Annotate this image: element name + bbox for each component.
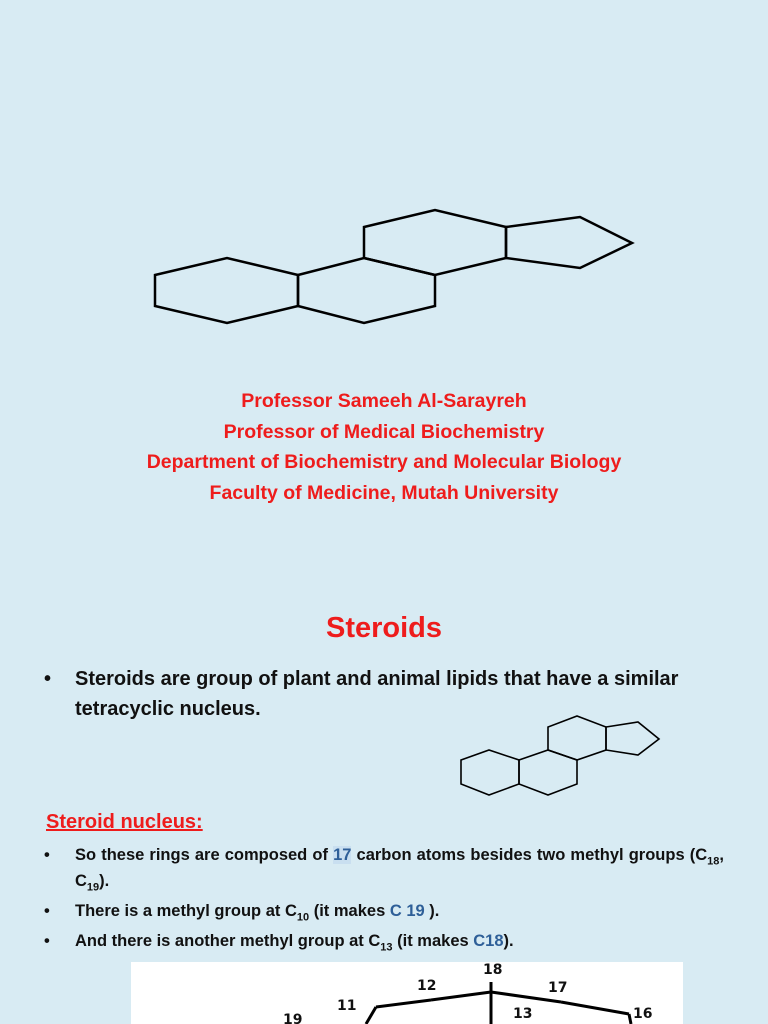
small-steroid-nucleus-diagram bbox=[460, 715, 661, 796]
carbon-number-12: 12 bbox=[417, 978, 437, 994]
sub-bullet-list: • So these rings are composed of 17 carb… bbox=[44, 842, 724, 958]
carbon-number-11: 11 bbox=[337, 998, 357, 1014]
numbered-steroid-diagram: 18 12 17 11 13 16 19 bbox=[131, 962, 683, 1024]
bullet-dot: • bbox=[44, 932, 50, 950]
bullet-dot: • bbox=[44, 668, 52, 690]
carbon-number-16: 16 bbox=[633, 1006, 653, 1022]
slide-title: Steroids bbox=[325, 612, 443, 644]
bullet-dot: • bbox=[44, 846, 50, 864]
carbon-label: C 19 bbox=[389, 902, 425, 920]
author-name: Professor Sameeh Al-Sarayreh bbox=[241, 390, 527, 412]
ring-c bbox=[362, 208, 508, 277]
steroid-nucleus-heading: Steroid nucleus: bbox=[46, 811, 203, 833]
carbon-number-17: 17 bbox=[548, 980, 568, 996]
carbon-count: 17 bbox=[333, 846, 352, 864]
carbon-number-19: 19 bbox=[283, 1012, 303, 1024]
numbered-structure-lines bbox=[364, 982, 633, 1024]
author-department: Department of Biochemistry and Molecular… bbox=[146, 451, 622, 473]
steroid-nucleus-diagram bbox=[153, 208, 635, 325]
ring-a bbox=[153, 256, 300, 325]
list-item: • So these rings are composed of 17 carb… bbox=[44, 842, 724, 894]
carbon-number-13: 13 bbox=[513, 1006, 533, 1022]
title-slide: Professor Sameeh Al-Sarayreh Professor o… bbox=[0, 208, 768, 508]
author-faculty: Faculty of Medicine, Mutah University bbox=[209, 481, 559, 504]
list-item: • There is a methyl group at C10 (it mak… bbox=[44, 898, 724, 924]
author-position: Professor of Medical Biochemistry bbox=[223, 420, 545, 443]
main-bullet-text: Steroids are group of plant and animal l… bbox=[75, 668, 679, 720]
ring-b bbox=[296, 256, 437, 325]
carbon-label: C18 bbox=[473, 932, 504, 950]
bullet-dot: • bbox=[44, 902, 50, 920]
carbon-number-18: 18 bbox=[483, 962, 503, 978]
author-block: Professor Sameeh Al-Sarayreh Professor o… bbox=[0, 386, 768, 508]
ring-d bbox=[504, 215, 635, 270]
list-item: • And there is another methyl group at C… bbox=[44, 928, 724, 954]
